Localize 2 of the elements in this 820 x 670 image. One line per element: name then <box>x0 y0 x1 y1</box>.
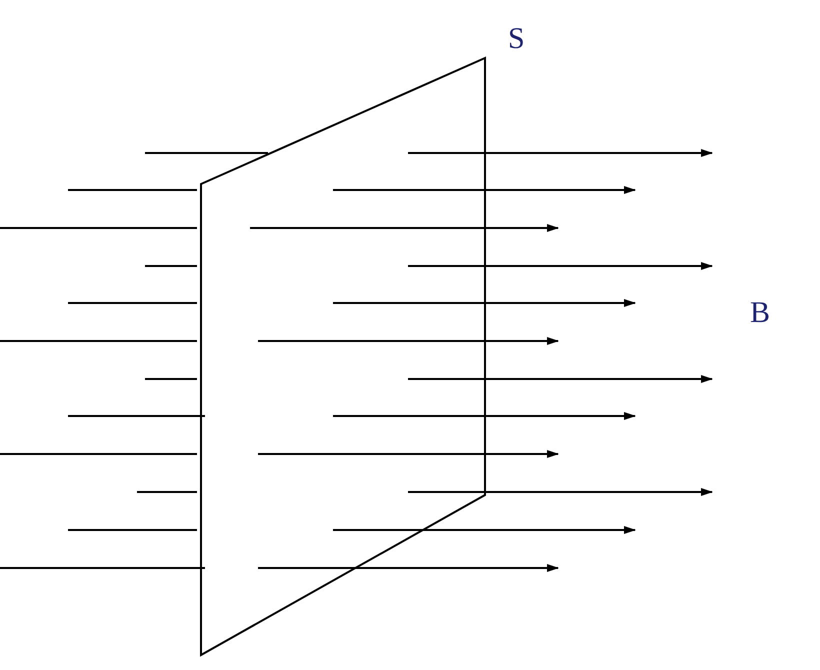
surface-label: S <box>508 24 525 54</box>
field-label: B <box>750 298 770 328</box>
